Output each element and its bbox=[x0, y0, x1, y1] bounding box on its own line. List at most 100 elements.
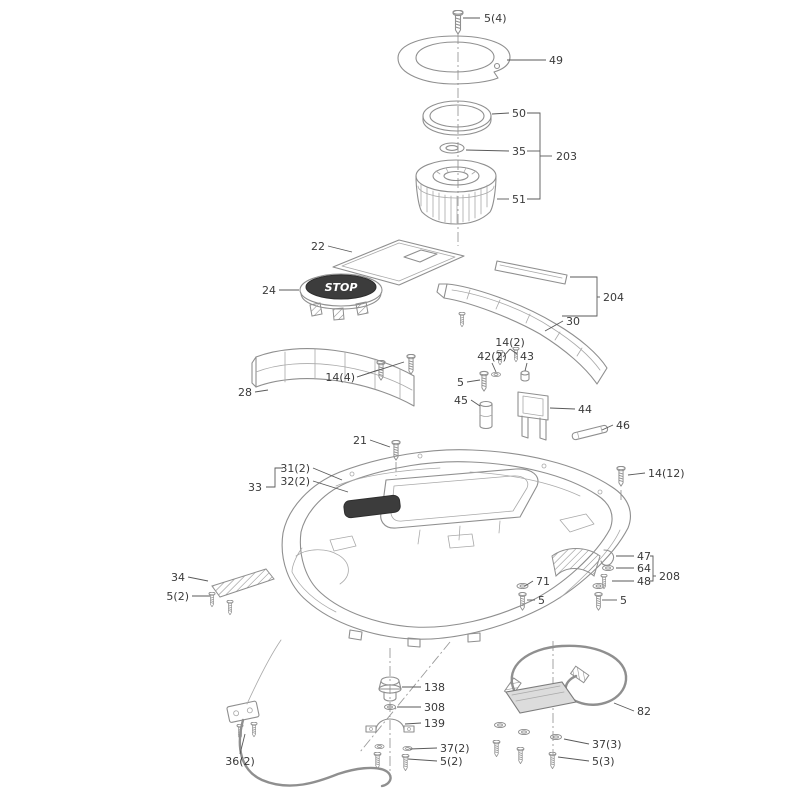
part-label-43: 43 bbox=[520, 350, 534, 363]
leader-line bbox=[549, 407, 576, 410]
part-label-44: 44 bbox=[578, 403, 592, 416]
part-5-3-screw bbox=[548, 752, 557, 770]
part-label-48: 48 bbox=[637, 575, 651, 588]
part-label-21: 21 bbox=[353, 434, 367, 447]
part-label-139: 139 bbox=[424, 717, 445, 730]
part-28-bumper bbox=[251, 348, 415, 407]
part-label-37(3): 37(3) bbox=[592, 738, 622, 751]
part-139-clamp bbox=[365, 718, 415, 733]
leader-line bbox=[407, 758, 438, 762]
leader-line bbox=[613, 702, 635, 712]
part-label-46: 46 bbox=[616, 419, 630, 432]
part-label-138: 138 bbox=[424, 681, 445, 694]
part-label-5: 5 bbox=[538, 594, 545, 607]
leader-line bbox=[312, 467, 343, 481]
label-bracket bbox=[650, 555, 654, 582]
part-45-standoff bbox=[479, 400, 493, 430]
part-5-3-screw bbox=[492, 740, 501, 758]
label-bracket bbox=[266, 467, 283, 488]
stop-clip-icon bbox=[355, 301, 369, 316]
part-bottom-center-cluster bbox=[365, 676, 415, 772]
part-46-pin bbox=[571, 424, 609, 441]
part-screw-5-4 bbox=[452, 10, 464, 35]
part-24-stop-button: STOP bbox=[299, 273, 383, 321]
part-label-5(4): 5(4) bbox=[484, 12, 507, 25]
part-37-2-washer bbox=[402, 746, 413, 751]
part-label-204: 204 bbox=[603, 291, 624, 304]
leader-line bbox=[404, 722, 422, 725]
part-35-oring bbox=[439, 142, 465, 154]
part-50-seal-ring bbox=[422, 100, 492, 136]
part-label-14(12): 14(12) bbox=[648, 467, 685, 480]
part-screw-14-12 bbox=[616, 466, 626, 487]
part-22-panel bbox=[332, 239, 465, 286]
part-49-cover-ring bbox=[397, 35, 511, 85]
part-label-203: 203 bbox=[556, 150, 577, 163]
leader-line bbox=[369, 439, 391, 448]
part-label-82: 82 bbox=[637, 705, 651, 718]
leader-line bbox=[557, 756, 590, 762]
label-bracket bbox=[562, 276, 598, 317]
leader-line bbox=[601, 424, 614, 431]
part-labels: 5(4)4950355120322242043014(2)42(2)435454… bbox=[166, 12, 684, 768]
part-label-37(2): 37(2) bbox=[440, 742, 470, 755]
leader-line bbox=[239, 733, 246, 755]
part-label-34: 34 bbox=[171, 571, 185, 584]
part-right-flap-cluster bbox=[551, 548, 615, 590]
part-label-51: 51 bbox=[512, 193, 526, 206]
stop-clip-icon bbox=[309, 302, 323, 317]
brand-plate bbox=[343, 494, 401, 519]
part-label-31(2): 31(2) bbox=[280, 462, 310, 475]
leader-line bbox=[544, 320, 564, 332]
leader-line bbox=[524, 580, 534, 587]
part-label-14(4): 14(4) bbox=[325, 371, 355, 384]
label-bracket bbox=[509, 348, 518, 355]
leader-line bbox=[327, 245, 353, 253]
part-label-47: 47 bbox=[637, 550, 651, 563]
part-label-32(2): 32(2) bbox=[280, 475, 310, 488]
leader-line bbox=[491, 362, 497, 373]
part-44-bracket bbox=[517, 391, 549, 441]
part-label-49: 49 bbox=[549, 54, 563, 67]
leader-line bbox=[187, 576, 209, 582]
part-chassis-body bbox=[281, 449, 631, 648]
leader-line bbox=[563, 738, 590, 745]
part-5-2-screw bbox=[373, 752, 382, 770]
part-label-5(3): 5(3) bbox=[592, 755, 615, 768]
part-label-64: 64 bbox=[637, 562, 651, 575]
part-label-5(2): 5(2) bbox=[166, 590, 189, 603]
part-label-28: 28 bbox=[238, 386, 252, 399]
leader-line bbox=[524, 362, 528, 372]
part-label-42(2): 42(2) bbox=[477, 350, 507, 363]
label-bracket bbox=[527, 112, 541, 200]
part-label-71: 71 bbox=[536, 575, 550, 588]
label-bracket bbox=[356, 361, 405, 378]
part-43-bushing bbox=[520, 370, 530, 382]
part-138-grommet bbox=[378, 676, 402, 702]
stop-clip-icon bbox=[332, 307, 345, 321]
boundary-cable bbox=[238, 718, 392, 788]
part-label-33: 33 bbox=[248, 481, 262, 494]
part-47-clip bbox=[600, 549, 615, 566]
part-label-308: 308 bbox=[424, 701, 445, 714]
part-51-knob bbox=[415, 159, 497, 225]
part-37-3-washer bbox=[518, 729, 530, 735]
leader-line bbox=[465, 149, 510, 152]
part-64-washer bbox=[602, 565, 614, 571]
part-204-beam-assembly bbox=[436, 260, 608, 385]
leader-line bbox=[254, 389, 269, 393]
part-label-5: 5 bbox=[457, 376, 464, 389]
part-5-2-screw bbox=[401, 754, 410, 772]
leader-line bbox=[312, 480, 349, 493]
rubber-flap bbox=[551, 548, 601, 578]
part-label-5: 5 bbox=[620, 594, 627, 607]
leader-line bbox=[502, 348, 511, 358]
part-37-3-washer bbox=[494, 722, 506, 728]
part-37-3-washer bbox=[550, 734, 562, 740]
part-label-50: 50 bbox=[512, 107, 526, 120]
part-fastener-cluster bbox=[479, 347, 609, 441]
part-label-14(2): 14(2) bbox=[495, 336, 525, 349]
leader-line bbox=[470, 399, 481, 407]
